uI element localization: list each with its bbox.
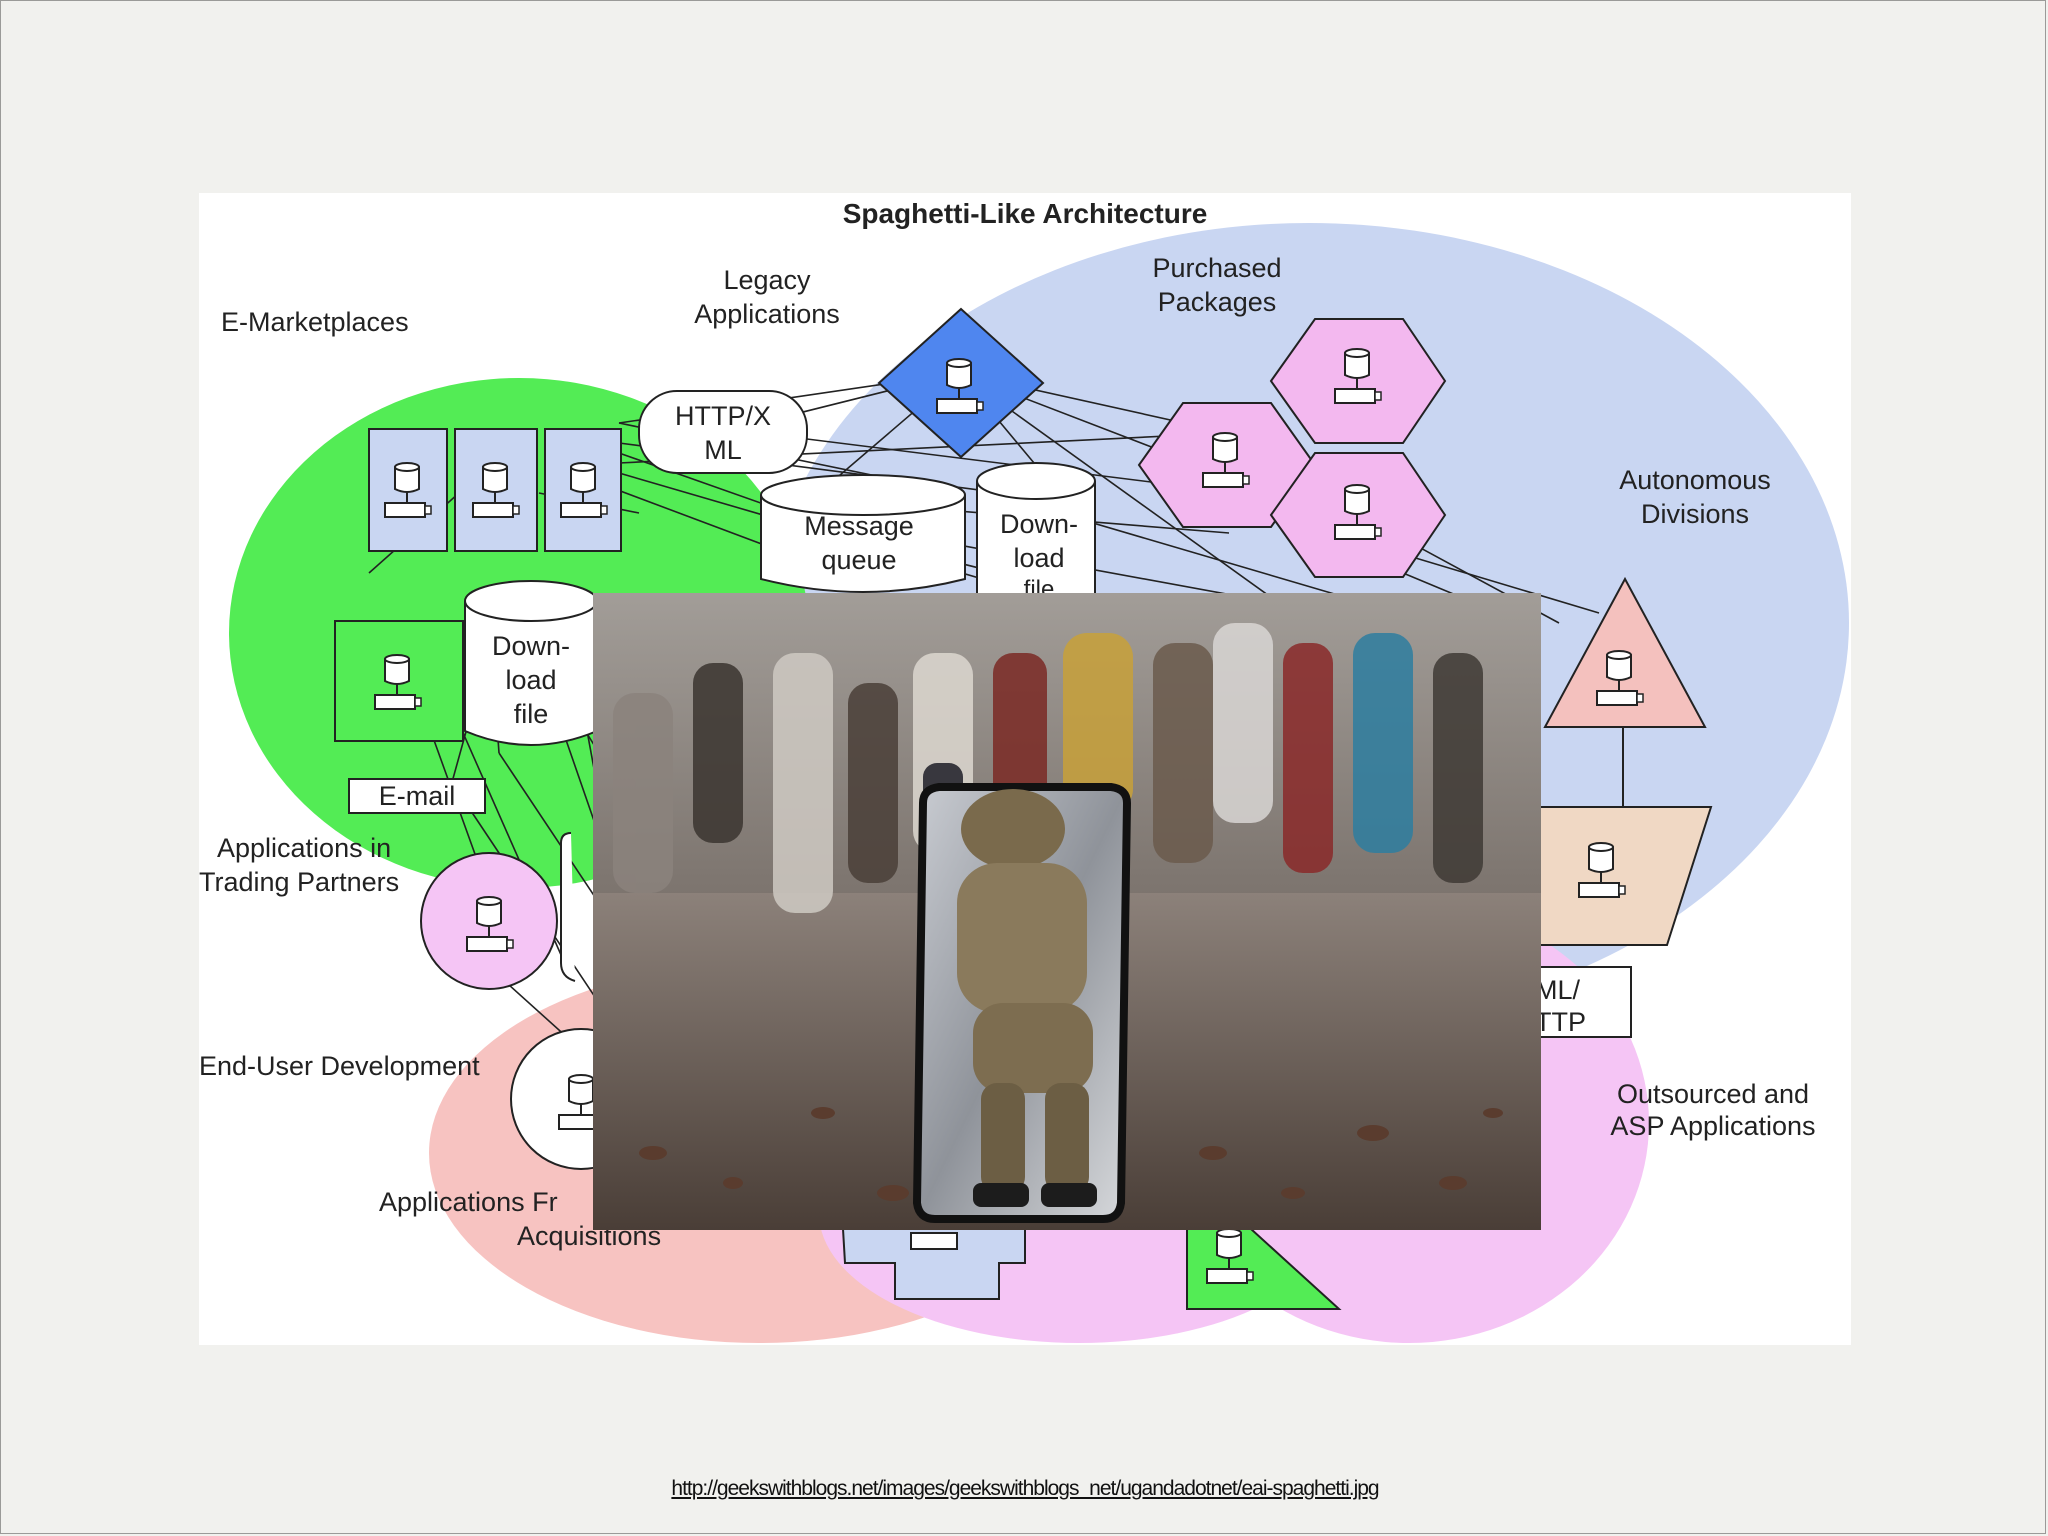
download-left-line-1: Down- [492,631,570,661]
xml-http-right-line-2: TTP [1535,1007,1586,1037]
purchased-label-1: Purchased [1152,253,1281,283]
email-label: E-mail [379,781,456,811]
legacy-diamond [877,307,1045,459]
http-xml-node: HTTP/X ML [638,390,808,474]
autonomous-triangle [1543,576,1707,807]
purchased-packages-hexagons [1137,318,1447,578]
download-left-line-2: load [505,665,556,695]
end-user-label: End-User Development [199,1051,480,1081]
message-queue-line-1: Message [804,511,914,541]
autonomous-label-2: Divisions [1641,499,1749,529]
acquisitions-label-1: Applications Fr [379,1187,558,1217]
trading-label-1: Applications in [217,833,391,863]
http-xml-line-2: ML [704,435,742,465]
diagram-title: Spaghetti-Like Architecture [843,198,1208,229]
trading-label-2: Trading Partners [199,867,399,897]
download-file-left: Down- load file [464,580,598,746]
e-marketplaces-label: E-Marketplaces [221,307,409,337]
riot-photo-illustration [593,593,1541,1230]
source-url-link[interactable]: http://geekswithblogs.net/images/geekswi… [671,1477,1379,1500]
legacy-label-1: Legacy [723,265,811,295]
download-center-line-1: Down- [1000,509,1078,539]
partial-cylinder [560,832,576,982]
http-xml-line-1: HTTP/X [675,401,771,431]
e-marketplace-servers [368,428,622,552]
legacy-label-2: Applications [694,299,840,329]
download-file-center: Down- load file [976,462,1096,603]
message-queue-line-2: queue [821,545,896,575]
trading-server-box [334,620,464,742]
download-left-line-3: file [514,699,549,729]
outsourced-label-1: Outsourced and [1617,1079,1809,1109]
message-queue-node: Message queue [760,474,966,593]
outsourced-label-2: ASP Applications [1610,1111,1815,1141]
trading-partner-circle [420,852,558,990]
email-node: E-mail [348,778,486,814]
acquisitions-blue-shape [841,1228,1026,1300]
riot-photo [593,593,1541,1230]
xml-http-right-line-1: ML/ [1535,975,1581,1005]
download-center-line-2: load [1013,543,1064,573]
autonomous-label-1: Autonomous [1619,465,1771,495]
purchased-label-2: Packages [1158,287,1277,317]
